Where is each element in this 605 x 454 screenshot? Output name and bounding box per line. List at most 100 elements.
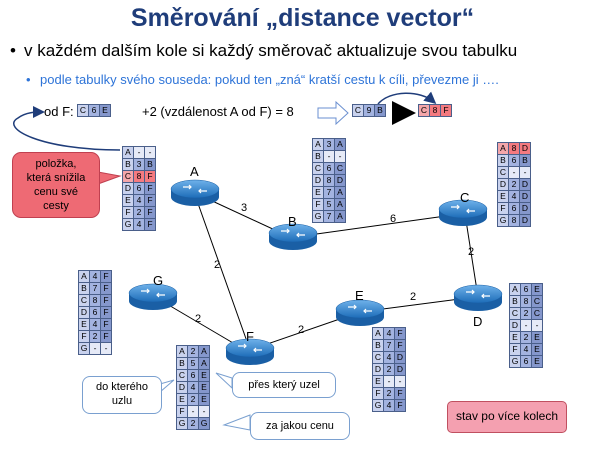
- table-row: G--: [78, 342, 112, 355]
- bullet-2: •podle tabulky svého souseda: pokud ten …: [26, 72, 499, 87]
- callout-changed-entry-text: položka, která snížila cenu své cesty: [26, 158, 86, 212]
- table-b-cell: A: [334, 198, 346, 211]
- table-a-cell: D: [122, 182, 134, 195]
- table-b-cell: A: [334, 210, 346, 223]
- table-e-cell: D: [394, 351, 406, 364]
- link-c-d: [464, 213, 479, 298]
- table-c-cell: 6: [508, 202, 520, 215]
- table-g-cell: G: [78, 342, 90, 355]
- router-a-icon: [170, 179, 220, 206]
- table-f-cell: G: [176, 417, 188, 430]
- table-d-cell: -: [520, 319, 532, 332]
- table-g-cell: 6: [89, 306, 101, 319]
- bullet-1: •v každém dalším kole si každý směrovač …: [10, 41, 517, 61]
- table-c-cell: D: [519, 178, 531, 191]
- table-e-cell: E: [372, 375, 384, 388]
- table-c-cell: C: [497, 166, 509, 179]
- table-a-cell: E: [122, 194, 134, 207]
- old-route-cell: 9: [363, 104, 375, 117]
- table-e-cell: A: [372, 327, 384, 340]
- table-e-cell: C: [372, 351, 384, 364]
- table-g-cell: C: [78, 294, 90, 307]
- router-g-icon: [128, 283, 178, 310]
- table-c-cell: B: [497, 154, 509, 167]
- new-route-cell: 8: [429, 104, 441, 117]
- table-d-cell: -: [531, 319, 543, 332]
- table-f-cell: 2: [187, 345, 199, 358]
- old-route-cell: C: [352, 104, 364, 117]
- slide-title: Směrování „distance vector“: [130, 4, 475, 32]
- router-d-label: D: [473, 314, 482, 329]
- table-d-cell: A: [509, 283, 521, 296]
- cost-g-f: 2: [195, 313, 201, 325]
- callout-polozka-pointer: [97, 171, 122, 185]
- table-a-cell: A: [122, 146, 134, 159]
- table-b-cell: 7: [323, 210, 335, 223]
- table-e-cell: 2: [383, 387, 395, 400]
- table-b-cell: A: [334, 186, 346, 199]
- table-f-cell: 2: [187, 393, 199, 406]
- table-b-cell: B: [312, 150, 324, 163]
- table-row: F--: [176, 405, 210, 418]
- table-a-cell: F: [144, 182, 156, 195]
- router-c-icon: [438, 199, 488, 226]
- table-e-cell: 4: [383, 399, 395, 412]
- table-a-cell: -: [133, 146, 145, 159]
- table-g-cell: 8: [89, 294, 101, 307]
- table-b-cell: F: [312, 198, 324, 211]
- cost-b-c: 6: [390, 213, 396, 225]
- table-f-cell: A: [176, 345, 188, 358]
- table-f-cell: G: [198, 417, 210, 430]
- router-e-label: E: [355, 288, 364, 303]
- table-a-cell: F: [144, 170, 156, 183]
- table-f-cell: -: [187, 405, 199, 418]
- router-c-label: C: [460, 190, 469, 205]
- table-c-cell: B: [519, 154, 531, 167]
- table-b-cell: G: [312, 210, 324, 223]
- table-g-cell: F: [100, 282, 112, 295]
- status-box: stav po více kolech: [447, 401, 567, 433]
- old-route-cell: B: [374, 104, 386, 117]
- table-c-cell: D: [519, 142, 531, 155]
- table-a-cell: F: [122, 206, 134, 219]
- router-f-icon: [225, 338, 275, 365]
- router-e-icon: [335, 299, 385, 326]
- table-c-cell: 8: [508, 214, 520, 227]
- table-b-cell: 3: [323, 138, 335, 151]
- table-g-cell: 7: [89, 282, 101, 295]
- table-f-cell: 4: [187, 381, 199, 394]
- table-d-cell: 8: [520, 295, 532, 308]
- cost-e-d: 2: [410, 291, 416, 303]
- bullet-1-text: v každém dalším kole si každý směrovač a…: [24, 41, 518, 60]
- table-c-cell: -: [519, 166, 531, 179]
- callout-next-hop: přes který uzel: [232, 372, 336, 398]
- table-g-cell: F: [78, 330, 90, 343]
- table-g-cell: A: [78, 270, 90, 283]
